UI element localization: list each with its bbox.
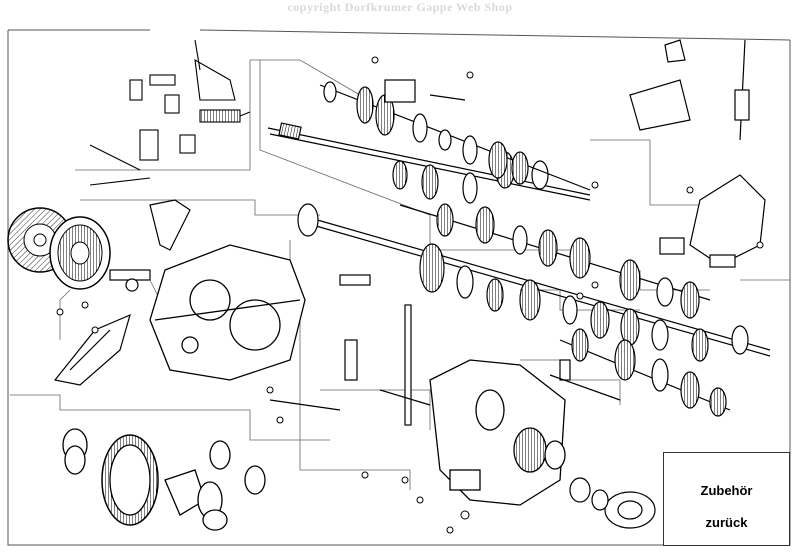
output-shaft: [297, 203, 771, 362]
frame: [7, 29, 791, 546]
gearbox-housing-right: [429, 359, 566, 506]
release-fork: [109, 199, 191, 292]
differential: [62, 428, 266, 531]
back-link[interactable]: zurück: [705, 515, 748, 530]
fasteners: [56, 56, 764, 534]
input-shaft: [267, 122, 591, 204]
gearbox-housing-left: [149, 244, 306, 381]
selector-rods: [269, 274, 621, 426]
pressure-plate: [49, 216, 111, 290]
shift-linkage: [89, 39, 251, 186]
layshaft-gears: [399, 203, 711, 319]
navigation-box: Zubehör zurück: [663, 452, 790, 546]
output-flange: [569, 477, 656, 529]
top-gear-cluster: [319, 79, 591, 191]
accessories-link[interactable]: Zubehör: [700, 483, 753, 498]
copyright-watermark: copyright Dorfkrumer Gappe Web Shop: [287, 0, 513, 14]
bellhousing-shield: [53, 313, 131, 386]
lower-gear-row: [559, 328, 731, 417]
gear-lever: [629, 39, 766, 268]
